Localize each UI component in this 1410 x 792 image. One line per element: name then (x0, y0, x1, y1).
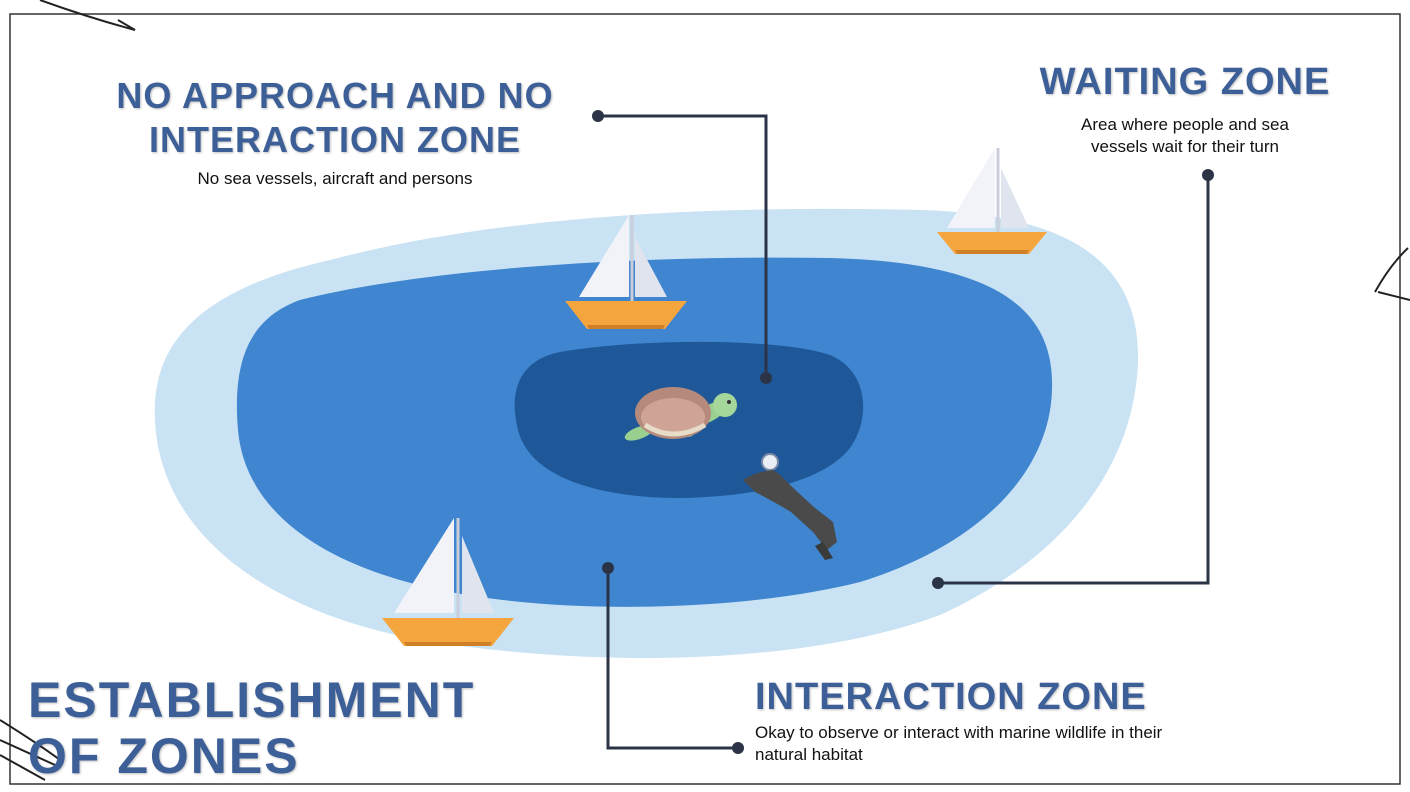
sailboat-left-icon (565, 215, 687, 329)
interaction-desc-line1: Okay to observe or interact with marine … (755, 723, 1163, 742)
sailboat-bottom-icon (382, 518, 514, 646)
sailboat-right-icon (937, 148, 1047, 254)
no-approach-connector (598, 114, 768, 378)
decorative-stroke (0, 719, 61, 781)
connector-lines (598, 114, 1210, 750)
no-approach-title-line1: NO APPROACH AND NO (116, 75, 554, 116)
connector-dot (760, 372, 772, 384)
no-approach-zone-title: NO APPROACH AND NO INTERACTION ZONE (95, 74, 575, 162)
decorative-stroke (1374, 247, 1410, 301)
frame-border (9, 13, 1401, 785)
decorative-stroke (39, 0, 136, 31)
interaction-zone-description: Okay to observe or interact with marine … (755, 722, 1315, 766)
waiting-connector (938, 175, 1210, 585)
waiting-desc-line2: vessels wait for their turn (1090, 137, 1279, 156)
sea-turtle-icon (624, 387, 737, 441)
diver-icon (743, 453, 837, 560)
interaction-connector (606, 568, 738, 750)
no-approach-zone-description: No sea vessels, aircraft and persons (197, 169, 473, 188)
connector-dot (732, 742, 744, 754)
connector-dot (602, 562, 614, 574)
interaction-desc-line2: natural habitat (755, 745, 863, 764)
main-title-line2: OF ZONES (28, 728, 300, 784)
connector-dot (592, 110, 604, 122)
main-title: ESTABLISHMENT OF ZONES (28, 672, 498, 784)
waiting-desc-line1: Area where people and sea (1081, 115, 1289, 134)
main-title-line1: ESTABLISHMENT (28, 672, 476, 728)
interaction-zone-title: INTERACTION ZONE (755, 676, 1147, 718)
connector-dot (1202, 169, 1214, 181)
waiting-zone-description: Area where people and sea vessels wait f… (1020, 114, 1350, 158)
no-approach-title-line2: INTERACTION ZONE (149, 119, 521, 160)
waiting-zone-title: WAITING ZONE (1039, 61, 1331, 103)
connector-dot (932, 577, 944, 589)
